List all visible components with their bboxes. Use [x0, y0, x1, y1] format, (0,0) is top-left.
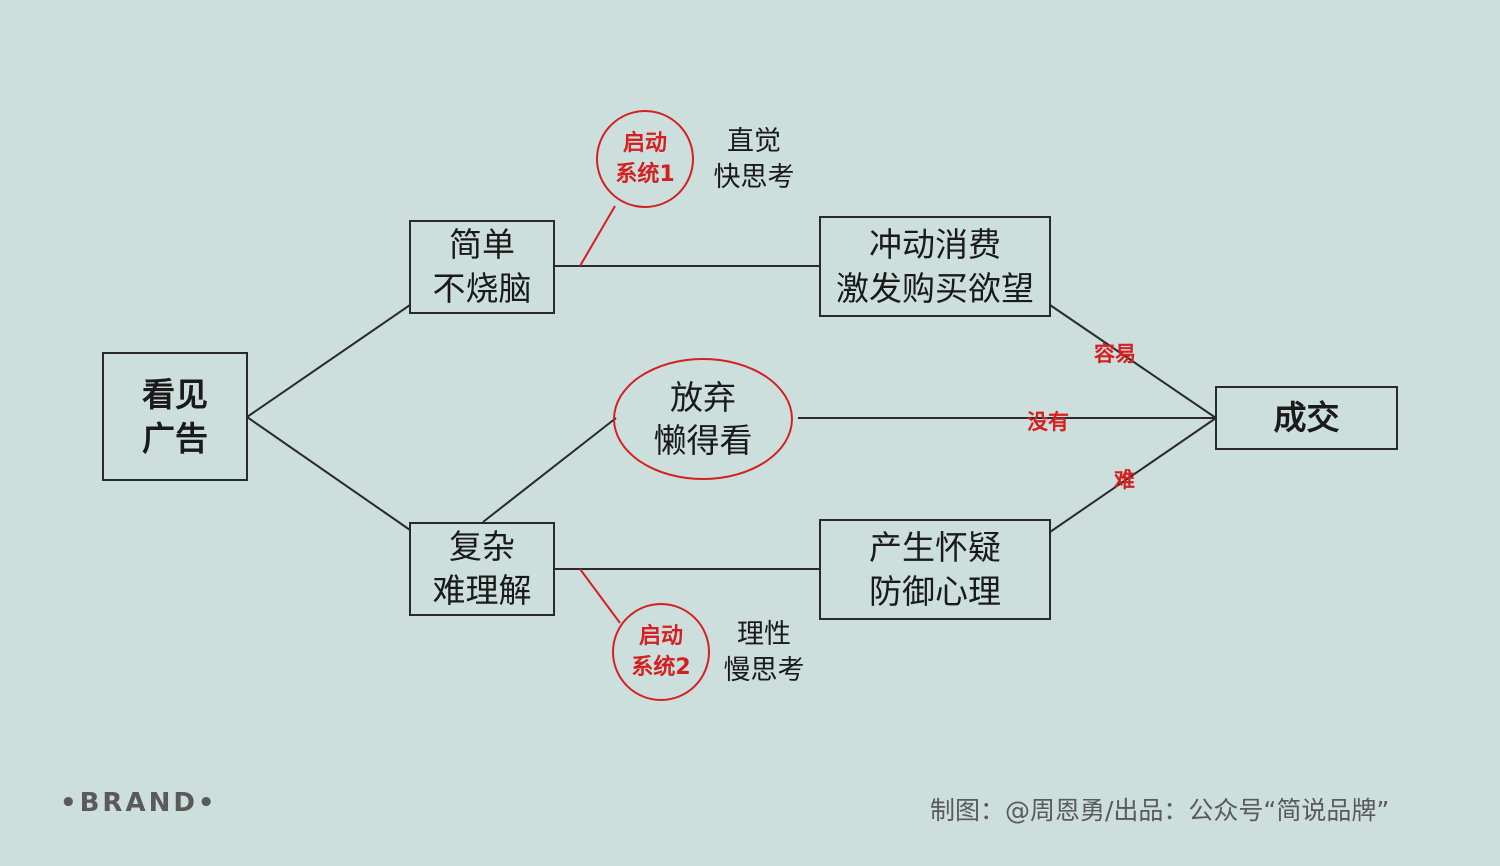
node-complex-line2: 难理解: [432, 571, 532, 610]
system2-line2: 系统2: [631, 655, 691, 680]
node-see-ad-line2: 广告: [142, 418, 208, 458]
edge-label-none: 没有: [1027, 410, 1069, 434]
system1-note-line2: 快思考: [713, 162, 795, 193]
node-impulse: 冲动消费 激发购买欲望: [819, 216, 1051, 317]
system2-note: 理性 慢思考: [714, 617, 814, 689]
node-doubt: 产生怀疑 防御心理: [819, 519, 1051, 620]
node-simple: 简单 不烧脑: [409, 220, 555, 314]
node-complex-line1: 复杂: [449, 527, 515, 566]
edge-complex-to-give-up: [482, 417, 617, 523]
node-give-up-line2: 懒得看: [653, 421, 753, 460]
system1-line1: 启动: [622, 131, 667, 156]
connector-system1: [579, 205, 616, 267]
node-simple-line1: 简单: [449, 225, 515, 264]
node-doubt-line2: 防御心理: [869, 571, 1001, 611]
node-see-ad: 看见 广告: [102, 352, 248, 481]
node-impulse-line1: 冲动消费: [869, 224, 1001, 264]
node-give-up-line1: 放弃: [670, 378, 736, 417]
system1-line2: 系统1: [615, 162, 675, 187]
edge-label-easy: 容易: [1094, 342, 1136, 366]
system2-note-line2: 慢思考: [723, 655, 805, 686]
system1-note: 直觉 快思考: [704, 124, 804, 196]
node-simple-line2: 不烧脑: [432, 269, 532, 308]
edge-see-ad-to-complex: [246, 416, 411, 531]
node-complex: 复杂 难理解: [409, 522, 555, 616]
footer-credit: 制图：@周恩勇/出品：公众号“简说品牌”: [930, 796, 1390, 825]
system1-circle: 启动 系统1: [596, 110, 694, 208]
brand-logo: •BRAND•: [60, 788, 218, 818]
node-doubt-line1: 产生怀疑: [869, 527, 1001, 567]
edge-impulse-to-deal: [1049, 304, 1217, 419]
edge-doubt-to-deal: [1049, 417, 1217, 533]
edge-label-hard: 难: [1114, 468, 1135, 492]
edge-see-ad-to-simple: [246, 304, 411, 418]
node-deal: 成交: [1215, 386, 1398, 450]
node-impulse-line2: 激发购买欲望: [836, 268, 1034, 308]
node-give-up: 放弃 懒得看: [613, 358, 793, 480]
node-deal-label: 成交: [1273, 398, 1340, 437]
system1-note-line1: 直觉: [727, 126, 781, 157]
system2-note-line1: 理性: [737, 619, 791, 650]
system2-circle: 启动 系统2: [612, 603, 710, 701]
system2-line1: 启动: [638, 624, 683, 649]
connector-system2: [579, 568, 621, 624]
node-see-ad-line1: 看见: [142, 374, 208, 414]
